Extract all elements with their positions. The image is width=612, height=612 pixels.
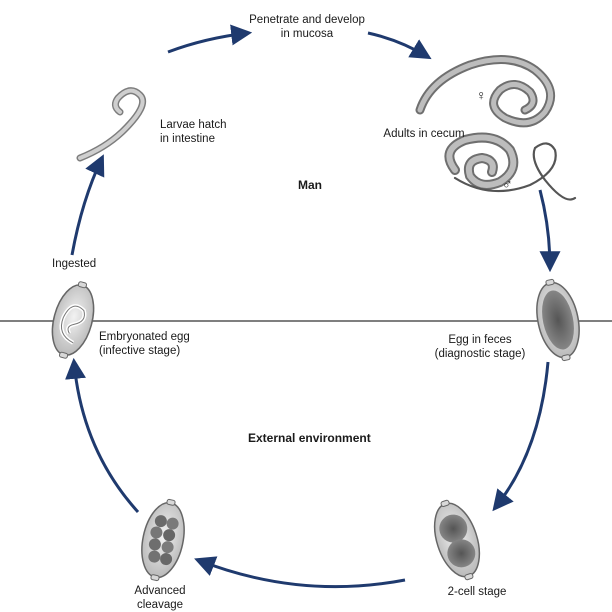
label-embryonated-line2: (infective stage): [99, 344, 190, 358]
label-penetrate: Penetrate and develop in mucosa: [222, 13, 392, 41]
arrow-to-advanced: [198, 560, 405, 587]
label-man: Man: [298, 178, 322, 192]
label-egg-feces-line1: Egg in feces: [420, 333, 540, 347]
label-larvae: Larvae hatch in intestine: [160, 118, 227, 146]
arrow-to-two-cell: [495, 362, 548, 508]
label-egg-feces: Egg in feces (diagnostic stage): [420, 333, 540, 361]
arrow-to-feces: [540, 190, 550, 268]
label-two-cell: 2-cell stage: [432, 585, 522, 599]
label-adults: Adults in cecum: [369, 127, 479, 141]
label-advanced: Advanced cleavage: [110, 584, 210, 612]
label-larvae-line2: in intestine: [160, 132, 227, 146]
label-penetrate-line2: in mucosa: [222, 27, 392, 41]
larva-illustration: [80, 91, 143, 158]
label-ingested: Ingested: [52, 257, 96, 271]
label-embryonated-line1: Embryonated egg: [99, 330, 190, 344]
arrow-to-larvae: [72, 158, 102, 255]
label-embryonated: Embryonated egg (infective stage): [99, 330, 190, 358]
label-larvae-line1: Larvae hatch: [160, 118, 227, 132]
label-advanced-line1: Advanced: [110, 584, 210, 598]
label-penetrate-line1: Penetrate and develop: [222, 13, 392, 27]
male-symbol: ♂: [502, 177, 513, 191]
arrow-to-embryonated: [74, 362, 138, 512]
advanced-cleavage-egg-illustration: [135, 496, 191, 585]
label-external: External environment: [248, 431, 371, 445]
embryonated-egg-illustration: [45, 277, 102, 362]
two-cell-egg-illustration: [425, 495, 488, 585]
label-egg-feces-line2: (diagnostic stage): [420, 347, 540, 361]
female-symbol: ♀: [476, 88, 487, 102]
